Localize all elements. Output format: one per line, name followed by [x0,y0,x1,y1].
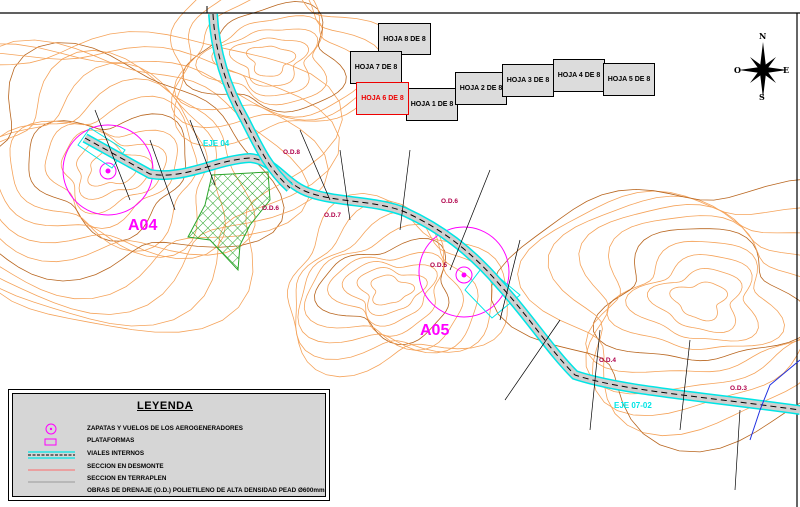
contour-lines [0,0,800,453]
contour-line [606,240,785,350]
contour-line [625,254,759,342]
cross-section-line [679,339,691,431]
drainage-label: O.D.7 [324,212,341,219]
legend-panel: LEYENDA ZAPATAS Y VUELOS DE LOS AEROGENE… [8,389,330,501]
contour-line [0,43,329,315]
legend-item-cut-section: SECCION EN DESMONTE [87,463,164,470]
contour-line [171,0,385,129]
compass-west: O [734,65,741,75]
cross-section-line [94,109,131,201]
drainage-label: O.D.6 [262,205,279,212]
contour-line [228,37,310,87]
cross-section-line [189,119,216,186]
legend-item-drainage: OBRAS DE DRENAJE (O.D.) POLIETILENO DE A… [87,487,325,494]
contour-line [173,0,367,118]
legend-symbols [28,423,75,483]
contour-line [327,251,444,337]
contour-line [0,39,310,300]
sheet-1-button[interactable]: HOJA 1 DE 8 [406,88,458,121]
contour-line [547,195,800,417]
contour-line [578,204,800,395]
turbine-a04-footing [99,162,117,180]
contour-line [585,215,800,373]
turbine-a05-swept-circle [418,226,510,318]
drainage-label: O.D.6 [441,198,458,205]
stream-line [749,359,800,441]
legend-item-platforms: PLATAFORMAS [87,437,135,444]
platform-a04 [77,127,126,169]
contour-line [669,281,729,322]
sheet-5-button[interactable]: HOJA 5 DE 8 [603,63,655,96]
contour-line [9,95,198,252]
cross-section-line [149,139,176,211]
legend-item-roads: VIALES INTERNOS [87,450,145,457]
contour-line [182,1,347,113]
contour-line [356,267,428,316]
sheet-6-button-current[interactable]: HOJA 6 DE 8 [356,82,409,115]
cross-section-line [589,329,601,431]
contour-line [517,190,800,437]
contour-line [60,129,168,215]
contour-line [211,28,319,97]
drainage-label: O.D.3 [730,385,747,392]
contour-line [28,113,187,242]
contour-line [0,46,340,327]
contour-line [314,238,450,345]
turbine-label-a05: A05 [420,322,450,339]
sheet-8-button[interactable]: HOJA 8 DE 8 [378,23,431,55]
internal-road [82,13,800,415]
turbine-a04-center [105,168,111,174]
axis-label-eje-04: EJE 04 [203,139,230,148]
platform-a05 [464,264,521,319]
compass-north: N [759,31,767,41]
contour-line [341,261,438,327]
contour-line [245,45,297,77]
cross-section-line [299,129,331,201]
contour-line [0,42,285,282]
turbine-a05-footing [455,266,473,284]
cross-section-line [499,239,521,321]
sheet-2-button[interactable]: HOJA 2 DE 8 [455,72,507,105]
cross-section-line [504,319,561,401]
cross-section-lines [94,109,741,491]
turbine-symbol-icon [45,423,57,435]
contour-line [195,15,328,106]
platform-symbol-icon [44,438,57,446]
drainage-label: O.D.5 [430,262,447,269]
hatched-area [187,171,271,272]
contour-line [287,192,508,378]
turbine-a05-center [461,272,467,278]
cross-section-line [399,149,411,231]
cross-section-line [339,149,351,221]
cross-section-line [734,409,741,491]
drainage-label: O.D.8 [283,149,300,156]
contour-line [593,228,800,362]
contour-line [646,267,743,334]
contour-line [169,0,400,147]
sheet-7-button[interactable]: HOJA 7 DE 8 [350,51,402,84]
drainage-label: O.D.4 [599,357,616,364]
contour-line [297,211,479,354]
contour-line [370,274,416,306]
compass-east: E [783,65,790,75]
axis-label-eje-07-02: EJE 07-02 [614,401,652,410]
legend-item-turbines: ZAPATAS Y VUELOS DE LOS AEROGENERADORES [87,425,243,432]
compass-rose-icon [739,42,787,98]
compass-south: S [759,92,765,102]
legend-item-fill-section: SECCION EN TERRAPLEN [87,475,167,482]
turbine-label-a04: A04 [128,217,158,234]
contour-line [0,49,256,263]
cross-section-line [449,169,491,271]
contour-line [0,78,208,258]
legend-title: LEYENDA [137,400,194,412]
sheet-4-button[interactable]: HOJA 4 DE 8 [553,59,605,92]
sheet-3-button[interactable]: HOJA 3 DE 8 [502,64,554,97]
contour-line [491,179,800,453]
